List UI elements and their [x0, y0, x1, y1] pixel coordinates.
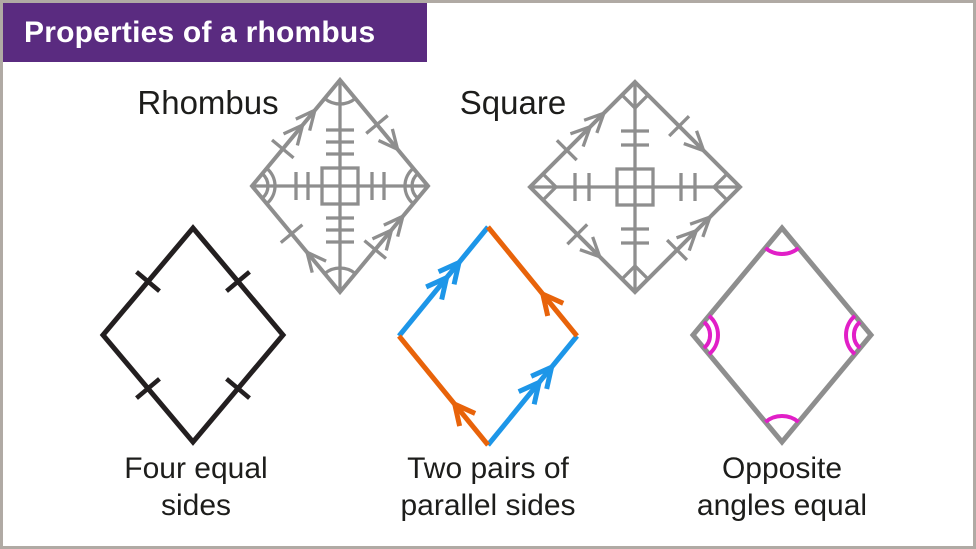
parallel-arrow-double: [517, 378, 543, 405]
square-annotated-diagram: [527, 79, 743, 295]
diagonal-double-ticks-left: [573, 173, 591, 201]
parallel-arrow-double: [689, 214, 713, 238]
parallel-arrow-single: [683, 130, 707, 154]
diagonal-double-ticks-right: [370, 172, 386, 200]
side-tick: [555, 139, 578, 162]
equal-side-tick: [225, 377, 251, 400]
side-tick: [668, 115, 691, 138]
side-tick: [279, 223, 304, 244]
side-tick: [665, 238, 689, 262]
parallel-arrow-double: [295, 107, 318, 132]
corner-right-angle: [711, 171, 743, 203]
caption-four-equal-sides: Four equal sides: [124, 452, 268, 522]
right-angle-arcs: [403, 167, 419, 205]
parallel-arrow-double: [675, 228, 700, 252]
right-angle-arcs: [844, 314, 862, 356]
rhombus-outline: [689, 224, 875, 446]
orange-side: [397, 334, 490, 447]
parallel-sides-diagram: [397, 225, 579, 447]
parallel-arrow-double: [371, 227, 394, 251]
gray-rhombus: [689, 224, 875, 446]
top-angle-arc: [764, 246, 800, 256]
side-tick: [365, 114, 389, 135]
blue-parallel-pair: [397, 225, 579, 447]
left-angle-arcs: [702, 314, 720, 356]
parallel-arrow-double: [282, 122, 306, 146]
diagonal-triple-ticks-top: [326, 128, 354, 156]
blue-side: [486, 334, 579, 447]
diagonal-double-ticks-right: [679, 173, 697, 201]
angle-arcs: [702, 246, 862, 424]
orange-side: [486, 225, 579, 338]
right-angle-square: [615, 167, 655, 207]
opposite-angles-diagram: [689, 224, 875, 446]
right-angle-square: [320, 166, 360, 206]
parallel-arrow-single: [304, 249, 327, 274]
diagonal-double-ticks-left: [294, 172, 310, 200]
caption-opposite-angles: Opposite angles equal: [696, 452, 868, 522]
orange-parallel-pair: [397, 225, 579, 447]
bottom-angle-arc: [764, 414, 800, 424]
side-tick: [566, 223, 589, 246]
parallel-arrow-single: [579, 236, 603, 260]
label-square: Square: [459, 84, 567, 121]
corner-right-angle: [619, 263, 651, 295]
equal-side-tick: [135, 377, 161, 400]
title-banner: Properties of a rhombus: [3, 3, 427, 62]
side-tick: [270, 138, 295, 160]
label-rhombus: Rhombus: [137, 84, 279, 121]
bottom-angle-arc: [323, 266, 357, 275]
equal-side-tick: [225, 270, 251, 293]
diagonal-double-ticks-bottom: [621, 227, 649, 245]
parallel-arrow-single: [451, 399, 477, 427]
caption-parallel-sides: Two pairs of parallel sides: [400, 452, 576, 522]
parallel-arrow-double: [383, 213, 406, 238]
corner-right-angle: [527, 171, 559, 203]
parallel-arrow-double: [530, 362, 556, 390]
equal-side-tick: [135, 270, 161, 293]
diagonal-triple-ticks-bottom: [326, 216, 354, 244]
parallel-arrow-single: [377, 128, 401, 153]
parallel-arrow-double: [569, 124, 593, 148]
side-tick: [363, 239, 388, 260]
top-angle-arc: [323, 97, 357, 106]
parallel-arrow-double: [437, 258, 463, 285]
four-equal-sides-diagram: [99, 224, 287, 446]
parallel-arrow-double: [425, 273, 451, 301]
corner-right-angle: [619, 79, 651, 111]
rhombus-outline: [99, 224, 287, 446]
page-title: Properties of a rhombus: [24, 15, 376, 49]
diagonal-double-ticks-top: [621, 129, 649, 147]
left-angle-arcs: [261, 167, 277, 205]
parallel-arrow-single: [539, 289, 565, 317]
parallel-arrow-double: [583, 110, 607, 134]
rhombus-annotated-diagram: [249, 76, 431, 296]
